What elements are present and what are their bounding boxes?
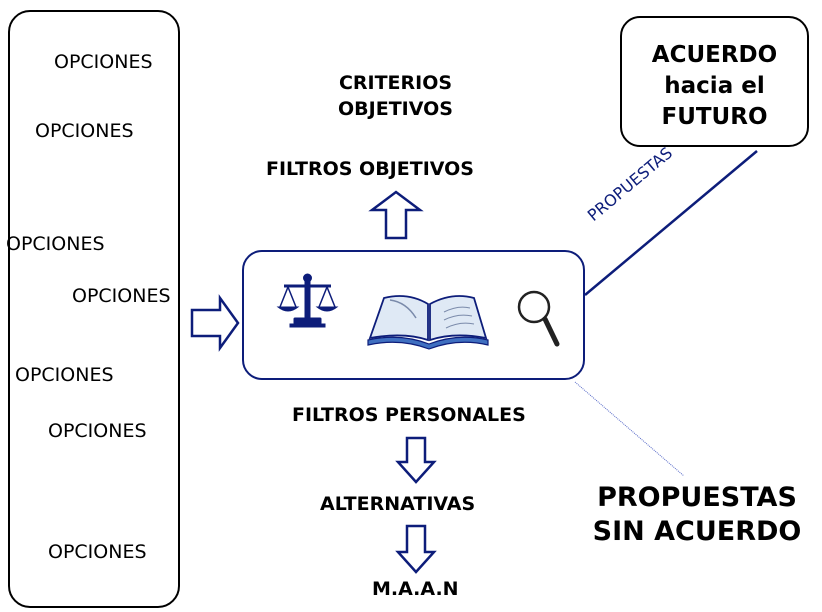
objective-filters-label: FILTROS OBJETIVOS bbox=[266, 158, 474, 180]
down-arrow-icon bbox=[395, 524, 437, 574]
option-label: OPCIONES bbox=[48, 541, 147, 563]
down-arrow-icon bbox=[395, 436, 437, 484]
proposals-line bbox=[584, 150, 758, 296]
agreement-box: ACUERDO hacia el FUTURO bbox=[620, 16, 809, 147]
options-box bbox=[8, 10, 180, 608]
no-agreement-line bbox=[574, 381, 685, 477]
option-label: OPCIONES bbox=[6, 233, 105, 255]
right-arrow-icon bbox=[190, 294, 240, 352]
maan-label: M.A.A.N bbox=[372, 578, 459, 600]
agreement-label: ACUERDO hacia el FUTURO bbox=[651, 42, 778, 130]
personal-filters-label: FILTROS PERSONALES bbox=[292, 404, 526, 426]
filter-box bbox=[242, 250, 585, 380]
alternatives-label: ALTERNATIVAS bbox=[320, 493, 476, 515]
criteria-label: CRITERIOS OBJETIVOS bbox=[338, 72, 453, 120]
no-agreement-label: PROPUESTAS SIN ACUERDO bbox=[592, 482, 802, 547]
option-label: OPCIONES bbox=[15, 364, 114, 386]
up-arrow-icon bbox=[368, 190, 424, 240]
option-label: OPCIONES bbox=[72, 285, 171, 307]
option-label: OPCIONES bbox=[35, 120, 134, 142]
option-label: OPCIONES bbox=[54, 51, 153, 73]
option-label: OPCIONES bbox=[48, 420, 147, 442]
